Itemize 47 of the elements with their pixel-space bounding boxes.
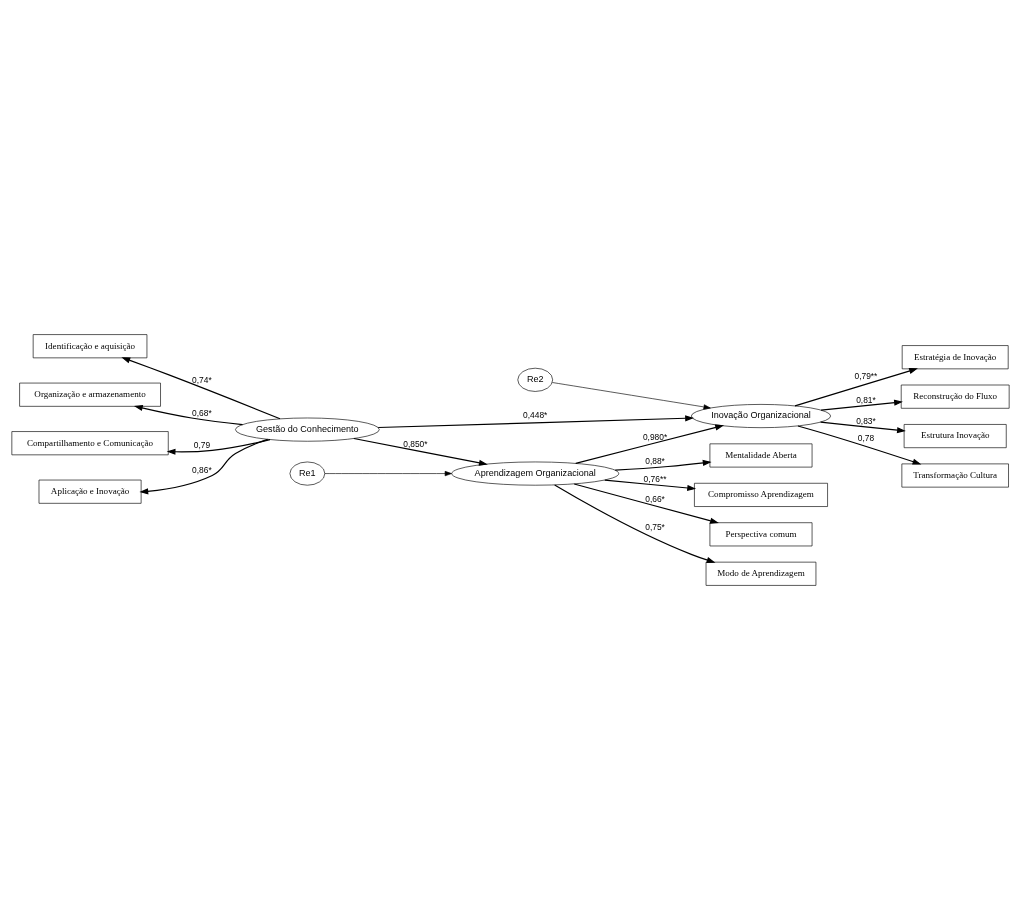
arrow <box>614 459 712 471</box>
node-box: Aplicação e Inovação <box>38 479 142 504</box>
edge-label: 0,850* <box>403 438 428 449</box>
node-box: Estrutura Inovação <box>903 424 1007 449</box>
edge-label: 0,980* <box>642 431 668 442</box>
node-box: Perspectiva comum <box>709 522 813 547</box>
node-box: Compromisso Aprendizagem <box>694 482 828 507</box>
node-box: Compartilhamento e Comunicação <box>11 431 169 456</box>
arrow <box>133 405 244 426</box>
node-box: Identificação e aquisição <box>32 334 148 359</box>
node-box: Modo de Aprendizagem <box>705 561 817 586</box>
node-ellipse: Re2 <box>517 367 553 392</box>
arrow <box>324 471 452 477</box>
edge-label: 0,68* <box>192 407 212 418</box>
arrow <box>121 357 281 420</box>
arrow <box>139 438 269 495</box>
edge-label: 0,78 <box>857 432 875 443</box>
node-ellipse: Gestão do Conhecimento <box>235 417 380 442</box>
edge-label: 0,448* <box>523 410 548 421</box>
arrow <box>573 483 719 524</box>
edge-label: 0,66* <box>645 493 665 504</box>
node-box: Mentalidade Aberta <box>709 443 813 468</box>
arrow <box>797 425 922 465</box>
edge-label: 0,83* <box>856 416 876 427</box>
arrow <box>575 424 725 464</box>
arrow <box>819 421 906 434</box>
node-box: Organização e armazenamento <box>19 382 161 407</box>
arrow <box>377 415 694 429</box>
arrow <box>604 479 697 492</box>
edge-label: 0,86* <box>192 465 212 476</box>
arrow <box>353 437 488 466</box>
arrow <box>794 368 918 407</box>
arrow <box>820 399 903 411</box>
node-box: Estratégia de Inovação <box>901 345 1009 370</box>
edge-label: 0,74* <box>192 374 212 385</box>
node-box: Transformação Cultura <box>901 463 1009 488</box>
arrow <box>552 382 711 410</box>
node-box: Reconstrução do Fluxo <box>900 384 1010 409</box>
edge-label: 0,75* <box>645 522 665 533</box>
edge-label: 0,81* <box>856 394 876 405</box>
arrow <box>166 439 271 455</box>
edge-label: 0,88* <box>645 456 665 467</box>
edge-label: 0,79** <box>854 371 878 382</box>
node-ellipse: Re1 <box>289 461 326 486</box>
edge-label: 0,79 <box>193 439 211 450</box>
edge-label: 0,76** <box>643 474 667 485</box>
arrow <box>554 484 716 563</box>
